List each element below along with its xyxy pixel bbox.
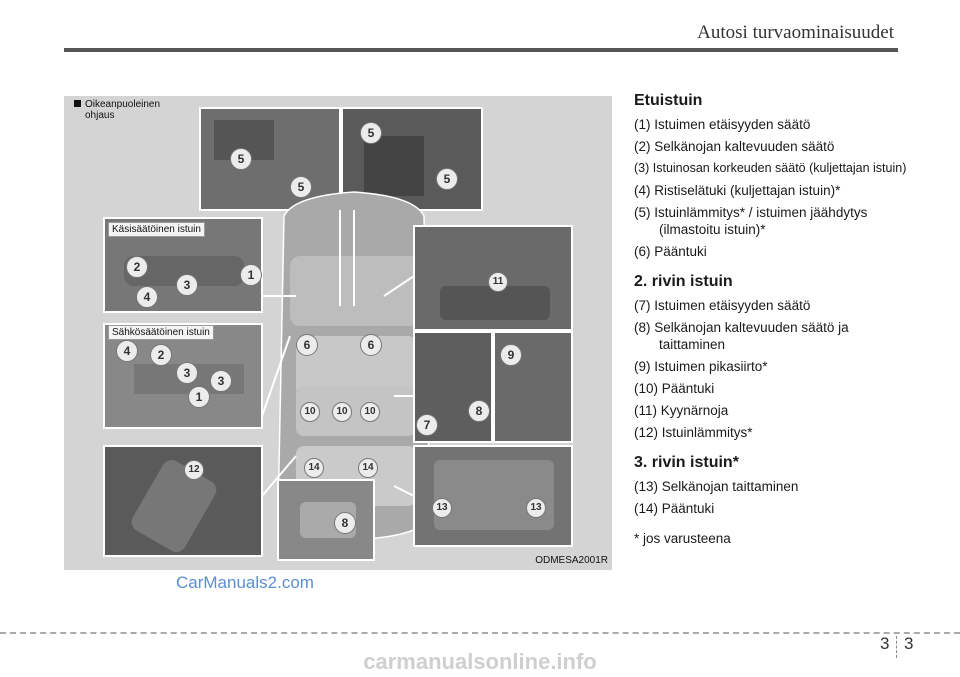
legend-item: (5) Istuinlämmitys* / istuimen jäähdytys… (634, 205, 868, 237)
callout: 2 (150, 344, 172, 366)
seat-legend: Etuistuin (1) Istuimen etäisyyden säätö … (634, 92, 914, 546)
callout: 4 (136, 286, 158, 308)
footer-rule (0, 632, 960, 634)
callout: 14 (358, 458, 378, 478)
callout: 3 (210, 370, 232, 392)
legend-item: (7) Istuimen etäisyyden säätö (634, 298, 811, 313)
section-heading: Etuistuin (634, 92, 703, 109)
watermark-link[interactable]: CarManuals2.com (176, 573, 314, 592)
callout: 10 (300, 402, 320, 422)
page-separator (896, 636, 897, 658)
seat-illustration: Oikeanpuoleinen ohjaus Käsisäätöinen ist… (64, 96, 612, 570)
callout: 13 (526, 498, 546, 518)
legend-item: (14) Pääntuki (634, 501, 715, 516)
callout: 1 (240, 264, 262, 286)
callout: 11 (488, 272, 508, 292)
header-title: Autosi turvaominaisuudet (697, 22, 894, 43)
manual-seat-tag: Käsisäätöinen istuin (108, 222, 205, 237)
callout: 5 (436, 168, 458, 190)
callout: 3 (176, 362, 198, 384)
legend-item: (2) Selkänojan kaltevuuden säätö (634, 139, 835, 154)
callout: 5 (230, 148, 252, 170)
callout: 1 (188, 386, 210, 408)
header-rule (64, 48, 898, 52)
legend-item: (10) Pääntuki (634, 381, 715, 396)
callout: 9 (500, 344, 522, 366)
callout: 12 (184, 460, 204, 480)
page-number: 3 (904, 634, 914, 653)
callout: 10 (360, 402, 380, 422)
callout: 6 (360, 334, 382, 356)
footnote: * jos varusteena (634, 531, 731, 546)
figure-note: Oikeanpuoleinen ohjaus (74, 99, 160, 121)
callout: 3 (176, 274, 198, 296)
callout: 5 (290, 176, 312, 198)
legend-item: (11) Kyynärnoja (634, 403, 729, 418)
legend-item: (1) Istuimen etäisyyden säätö (634, 117, 811, 132)
callout: 13 (432, 498, 452, 518)
callout: 8 (468, 400, 490, 422)
callout: 6 (296, 334, 318, 356)
legend-item: (6) Pääntuki (634, 244, 707, 259)
section-heading: 3. rivin istuin* (634, 454, 739, 471)
callout: 7 (416, 414, 438, 436)
bottom-watermark: carmanualsonline.info (363, 649, 597, 674)
legend-item: (3) Istuinosan korkeuden säätö (kuljetta… (634, 161, 907, 175)
callout: 14 (304, 458, 324, 478)
chapter-number: 3 (880, 634, 890, 653)
square-bullet-icon (74, 100, 81, 107)
callout: 10 (332, 402, 352, 422)
callout: 4 (116, 340, 138, 362)
power-seat-tag: Sähkösäätöinen istuin (108, 325, 214, 340)
legend-item: (4) Ristiselätuki (kuljettajan istuin)* (634, 183, 841, 198)
section-heading: 2. rivin istuin (634, 273, 733, 290)
figure-code: ODMESA2001R (535, 555, 608, 566)
legend-item: (9) Istuimen pikasiirto* (634, 359, 768, 374)
legend-item: (8) Selkänojan kaltevuuden säätö ja tait… (634, 320, 849, 352)
legend-item: (13) Selkänojan taittaminen (634, 479, 799, 494)
callout: 8 (334, 512, 356, 534)
legend-item: (12) Istuinlämmitys* (634, 425, 753, 440)
callout: 5 (360, 122, 382, 144)
callout: 2 (126, 256, 148, 278)
